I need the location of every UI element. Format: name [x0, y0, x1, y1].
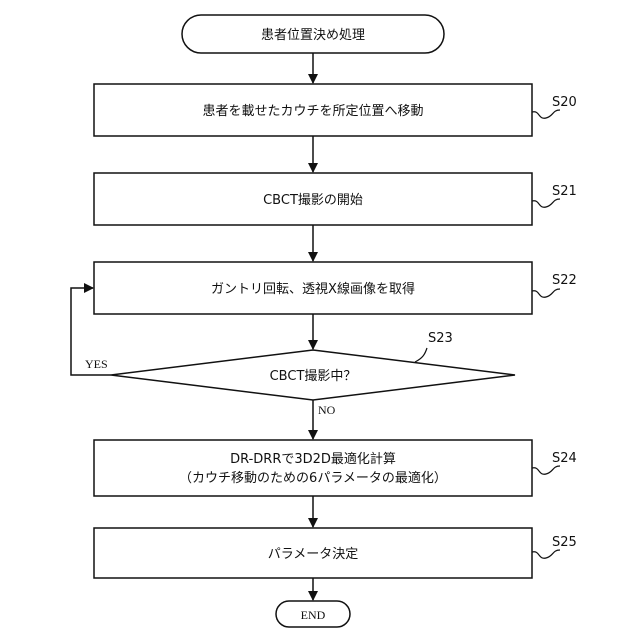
step-id-s24: S24: [552, 451, 577, 466]
process-label-s24-line1: DR-DRRで3D2D最適化計算: [230, 451, 396, 467]
leader-s25: [532, 550, 560, 558]
leader-s22: [532, 289, 560, 297]
leader-s23: [415, 348, 427, 362]
step-id-s25: S25: [552, 535, 577, 550]
no-label: NO: [318, 403, 336, 417]
step-id-s22: S22: [552, 273, 577, 288]
end-label: END: [301, 608, 326, 622]
process-label-s21: CBCT撮影の開始: [263, 192, 363, 208]
start-label: 患者位置決め処理: [261, 28, 365, 43]
step-id-s23: S23: [428, 331, 453, 346]
step-id-s20: S20: [552, 95, 577, 110]
yes-label: YES: [85, 357, 108, 371]
step-id-s21: S21: [552, 184, 577, 199]
leader-s24: [532, 466, 560, 474]
process-label-s22: ガントリ回転、透視X線画像を取得: [211, 281, 415, 297]
decision-label-s23: CBCT撮影中？: [270, 368, 357, 384]
process-label-s25: パラメータ決定: [268, 547, 359, 562]
process-box-s24: [94, 440, 532, 496]
process-label-s20: 患者を載せたカウチを所定位置へ移動: [202, 104, 423, 119]
leader-s20: [532, 110, 560, 118]
leader-s21: [532, 199, 560, 207]
process-label-s24-line2: （カウチ移動のための6パラメータの最適化）: [179, 470, 447, 486]
